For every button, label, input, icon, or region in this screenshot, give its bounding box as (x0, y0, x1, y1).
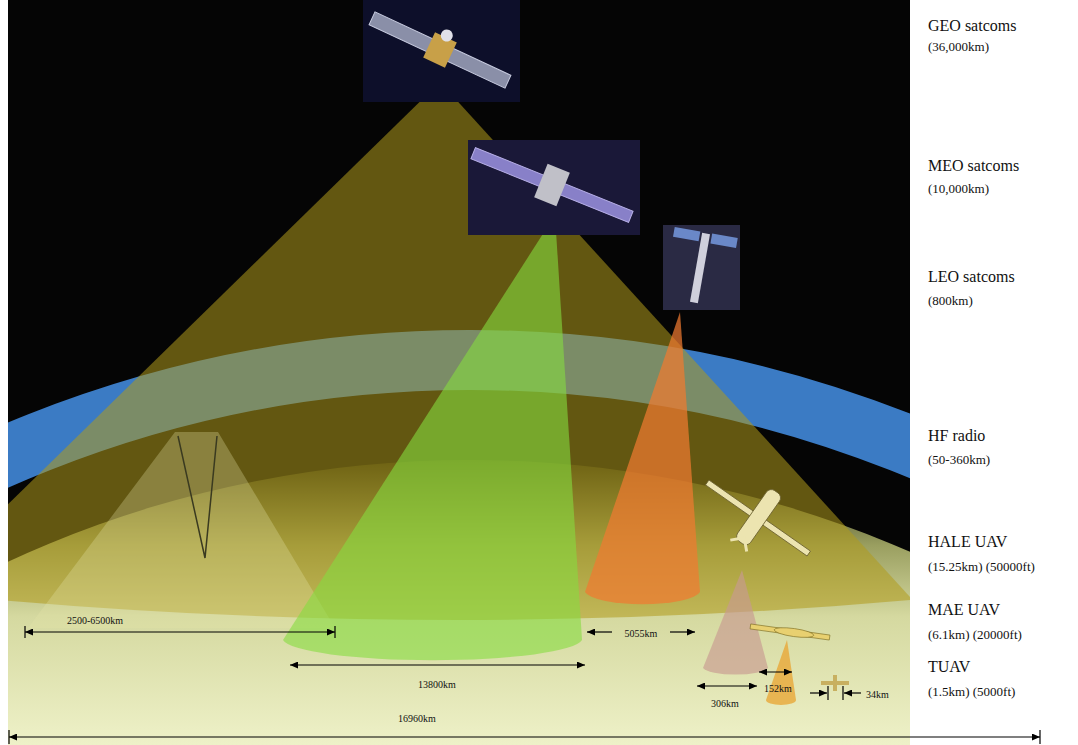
uav-tail (730, 532, 752, 552)
label-anchor: GEO satcoms (928, 16, 1016, 35)
orbit-label: GEO satcoms (928, 16, 1016, 35)
dimension-tick (8, 730, 9, 744)
dimension-tick (24, 626, 25, 638)
geo-satellite-photo (363, 0, 520, 102)
uav-label: TUAV (928, 657, 970, 676)
dimension-arrow (697, 685, 757, 686)
hale-uav (688, 456, 827, 581)
geo-satellite (366, 0, 517, 94)
label-anchor: (10,000km) (928, 179, 989, 197)
altitude-label: (10,000km) (928, 181, 989, 197)
uav-label: MAE UAV (928, 600, 1000, 619)
dimension-tick (334, 626, 335, 638)
dimension-tick (1039, 730, 1040, 744)
range-label: (50-360km) (928, 452, 990, 468)
dimension-label: 152km (764, 683, 792, 695)
solar-panel (673, 227, 700, 241)
label-anchor: 16960km (398, 708, 436, 726)
dimension-label: 306km (711, 698, 739, 710)
altitude-label: (1.5km) (5000ft) (928, 684, 1015, 700)
satellite-body (534, 164, 570, 206)
dimension-arrow (9, 736, 1040, 737)
uav-fuselage (833, 675, 837, 691)
scene (8, 0, 910, 745)
dimension-arrow (587, 631, 612, 632)
meo-coverage-cone (283, 215, 582, 660)
dimension-arrow (810, 692, 827, 693)
uav-wing (750, 624, 830, 640)
hf-skywave (178, 436, 217, 558)
orbit-label: MEO satcoms (928, 156, 1019, 175)
hale-coverage-cone (703, 570, 768, 675)
label-anchor: (1.5km) (5000ft) (928, 682, 1015, 700)
dimension-label: 13800km (418, 679, 456, 691)
label-anchor: 152km (764, 678, 792, 696)
dimension-label: 34km (866, 689, 889, 701)
orbit-label: LEO satcoms (928, 267, 1015, 286)
uav-label: HALE UAV (928, 532, 1007, 551)
dimension-label: 2500-6500km (67, 615, 123, 627)
altitude-label: (36,000km) (928, 39, 989, 55)
label-anchor: MEO satcoms (928, 156, 1019, 175)
label-anchor: LEO satcoms (928, 267, 1015, 286)
label-anchor: (50-360km) (928, 450, 990, 468)
label-anchor: (36,000km) (928, 37, 989, 55)
meo-satellite-photo (468, 140, 640, 235)
dimension-tick (827, 686, 828, 700)
label-anchor: (15.25km) (50000ft) (928, 557, 1035, 575)
leo-coverage-cone (585, 312, 700, 604)
label-anchor: 13800km (418, 674, 456, 692)
solar-panel (369, 12, 511, 88)
dimension-label: 5055km (625, 628, 658, 640)
solar-panel (471, 148, 633, 223)
leo-satellite-photo (663, 225, 740, 310)
dimension-arrow (759, 671, 792, 672)
label-anchor: (6.1km) (20000ft) (928, 625, 1022, 643)
dimension-arrow (25, 631, 335, 632)
label-anchor: HALE UAV (928, 532, 1007, 551)
dimension-arrow (670, 631, 695, 632)
altitude-label: (800km) (928, 293, 973, 309)
dimension-tick (842, 686, 843, 700)
hf-coverage (28, 432, 335, 628)
satellite-dish (439, 28, 455, 44)
altitude-label: (15.25km) (50000ft) (928, 559, 1035, 575)
label-anchor: HF radio (928, 426, 985, 445)
label-anchor: (800km) (928, 291, 973, 309)
dimension-lines (9, 626, 1040, 744)
leo-satellite (662, 227, 737, 308)
mae-uav (750, 622, 830, 641)
dimension-label: 16960km (398, 713, 436, 725)
label-anchor: TUAV (928, 657, 970, 676)
label-anchor: 5055km (625, 623, 658, 641)
uav-fuselage (774, 626, 815, 639)
label-anchor: 34km (866, 684, 889, 702)
link-label: HF radio (928, 426, 985, 445)
solar-panel (710, 234, 737, 248)
uav-wing (705, 480, 810, 556)
tuav (821, 675, 849, 691)
dimension-arrow (844, 692, 861, 693)
altitude-label: (6.1km) (20000ft) (928, 627, 1022, 643)
dimension-arrow (290, 664, 585, 665)
satellite-body (690, 233, 710, 303)
label-anchor: 306km (711, 693, 739, 711)
meo-satellite (466, 136, 637, 233)
label-anchor: MAE UAV (928, 600, 1000, 619)
label-anchor: 2500-6500km (67, 610, 123, 628)
